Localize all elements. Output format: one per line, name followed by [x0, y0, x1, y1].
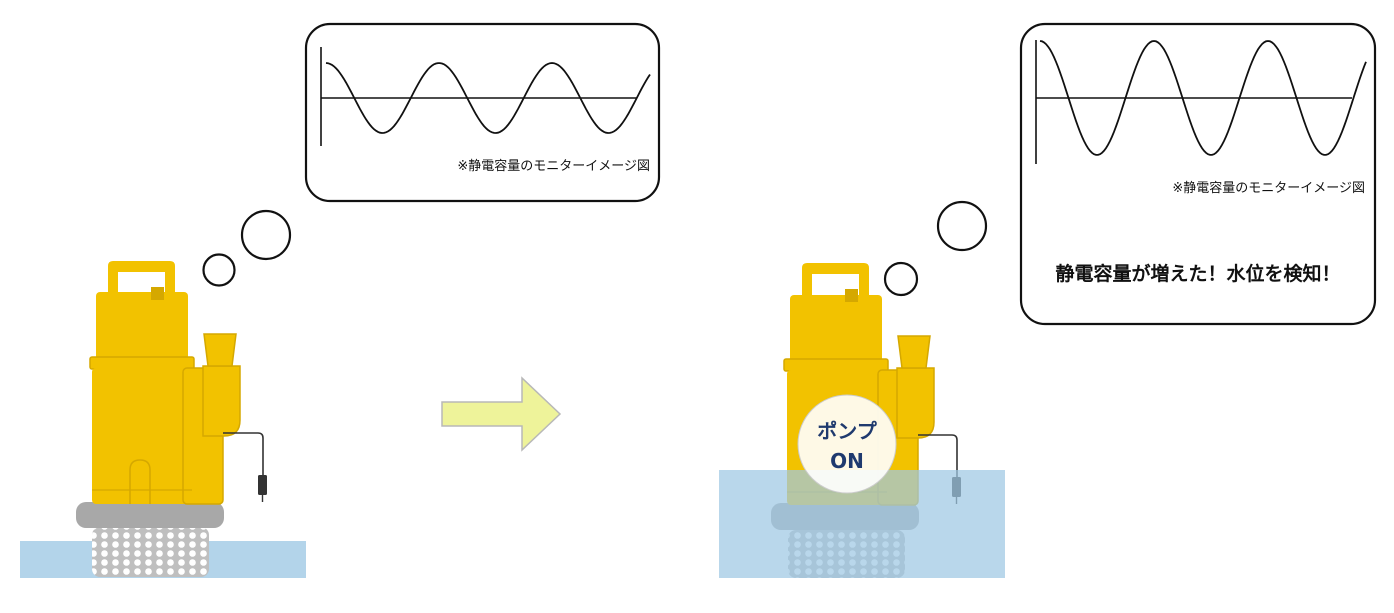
right-scene: ポンプ ON ※静電容量のモニターイメージ図 静電容量が増えた！水位を検知！ — [719, 22, 1377, 578]
thought-bubble-large — [240, 209, 292, 261]
monitor-note: ※静電容量のモニターイメージ図 — [457, 158, 650, 174]
pump-on-badge: ポンプ ON — [797, 394, 897, 494]
pump-badge-line1: ポンプ — [817, 419, 877, 443]
transition-arrow-icon — [441, 376, 562, 452]
monitor-note: ※静電容量のモニターイメージ図 — [1172, 180, 1365, 196]
detection-alert: 静電容量が増えた！水位を検知！ — [1055, 262, 1340, 285]
monitor-panel-left: ※静電容量のモニターイメージ図 — [304, 22, 661, 203]
monitor-panel-right: ※静電容量のモニターイメージ図 静電容量が増えた！水位を検知！ — [1019, 22, 1377, 326]
thought-bubble-small — [883, 261, 919, 297]
thought-bubble-small — [202, 253, 236, 287]
pump-left — [76, 261, 267, 577]
left-scene: ※静電容量のモニターイメージ図 — [20, 22, 661, 578]
capacitance-wave-small — [325, 62, 651, 134]
capacitance-wave-large — [1039, 40, 1367, 156]
pump-badge-line2: ON — [830, 449, 864, 473]
thought-bubble-large — [936, 200, 988, 252]
